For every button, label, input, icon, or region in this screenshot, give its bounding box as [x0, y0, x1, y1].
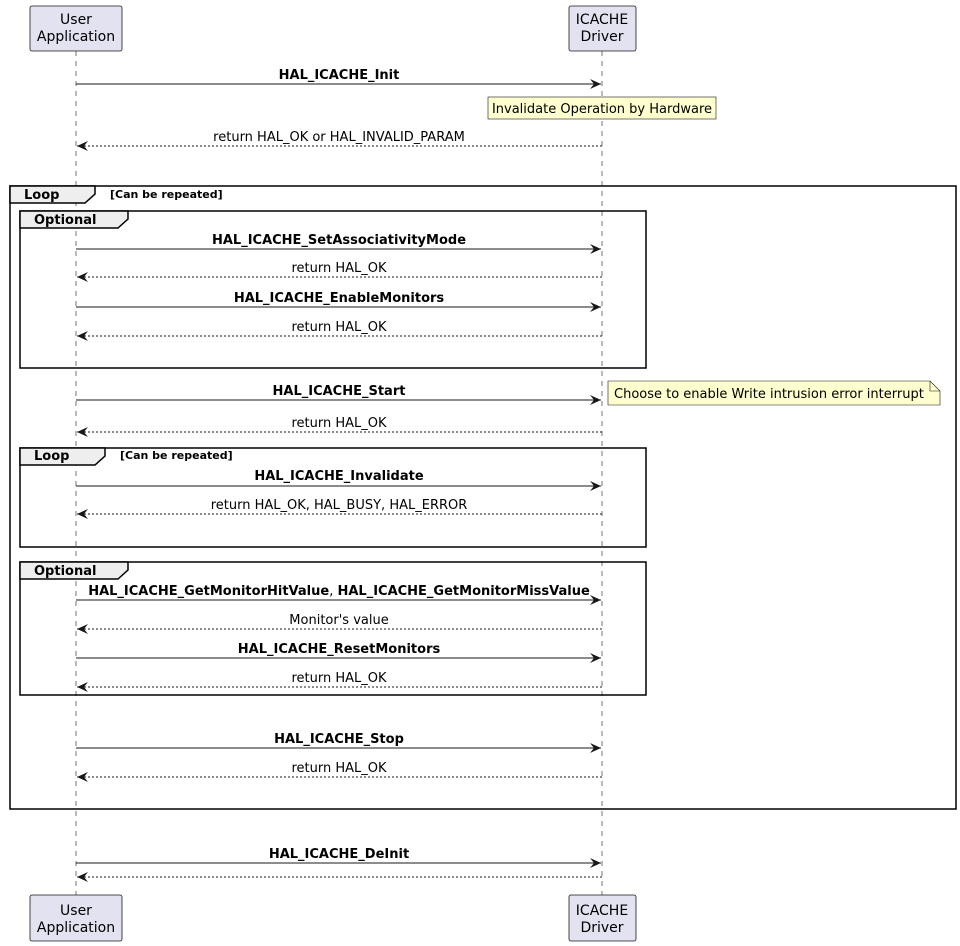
message-label-start-return: return HAL_OK — [291, 416, 387, 431]
participant-label-line1: User — [60, 903, 92, 919]
message-label-init-return: return HAL_OK or HAL_INVALID_PARAM — [213, 130, 465, 145]
frame-optional-2: Optional — [19, 561, 647, 696]
message-label-get-monitor-values: HAL_ICACHE_GetMonitorHitValue, HAL_ICACH… — [88, 584, 590, 599]
message-label-reset-monitors: HAL_ICACHE_ResetMonitors — [238, 642, 441, 657]
message-label-reset-monitors-return: return HAL_OK — [291, 671, 387, 686]
note-invalidate-hardware: Invalidate Operation by Hardware — [487, 96, 717, 120]
message-label-set-associativity-return: return HAL_OK — [291, 261, 387, 276]
frame-optional-1: Optional — [19, 210, 647, 369]
frame-title: Optional — [34, 564, 96, 579]
message-label-invalidate-return: return HAL_OK, HAL_BUSY, HAL_ERROR — [211, 498, 468, 513]
frame-guard: [Can be repeated] — [110, 188, 223, 201]
message-label-separator: , — [329, 584, 337, 599]
message-label-start: HAL_ICACHE_Start — [273, 384, 406, 399]
message-label-get-hit: HAL_ICACHE_GetMonitorHitValue — [88, 584, 329, 599]
frame-title: Optional — [34, 213, 96, 228]
message-label-get-miss: HAL_ICACHE_GetMonitorMissValue — [337, 584, 590, 599]
note-write-intrusion: Choose to enable Write intrusion error i… — [607, 380, 941, 406]
note-text: Choose to enable Write intrusion error i… — [614, 387, 924, 402]
participant-user-application-bottom: User Application — [29, 894, 123, 942]
participant-icache-driver-top: ICACHE Driver — [568, 5, 637, 52]
frame-inner-loop: Loop [Can be repeated] — [19, 447, 647, 548]
participant-label-line2: Driver — [580, 920, 623, 936]
message-label-enable-monitors-return: return HAL_OK — [291, 320, 387, 335]
message-label-enable-monitors: HAL_ICACHE_EnableMonitors — [234, 291, 445, 306]
message-label-deinit: HAL_ICACHE_DeInit — [269, 847, 409, 862]
participant-label-line1: ICACHE — [576, 903, 628, 919]
message-label-stop-return: return HAL_OK — [291, 761, 387, 776]
note-text: Invalidate Operation by Hardware — [492, 102, 712, 117]
message-label-get-monitor-values-return: Monitor's value — [289, 613, 388, 628]
frame-title: Loop — [34, 449, 69, 464]
message-label-set-associativity: HAL_ICACHE_SetAssociativityMode — [212, 233, 466, 248]
participant-label-line2: Application — [37, 920, 115, 936]
participant-label-line2: Driver — [580, 29, 623, 45]
participant-label-line1: User — [60, 12, 92, 28]
frame-outer-loop: Loop [Can be repeated] — [9, 185, 957, 810]
frame-guard: [Can be repeated] — [120, 449, 233, 462]
participant-label-line2: Application — [37, 29, 115, 45]
message-label-stop: HAL_ICACHE_Stop — [274, 732, 404, 747]
frame-title: Loop — [24, 188, 59, 203]
message-label-init: HAL_ICACHE_Init — [279, 68, 400, 83]
message-label-invalidate: HAL_ICACHE_Invalidate — [254, 469, 424, 484]
participant-icache-driver-bottom: ICACHE Driver — [568, 894, 637, 942]
participant-label-line1: ICACHE — [576, 12, 628, 28]
participant-user-application-top: User Application — [29, 5, 123, 52]
